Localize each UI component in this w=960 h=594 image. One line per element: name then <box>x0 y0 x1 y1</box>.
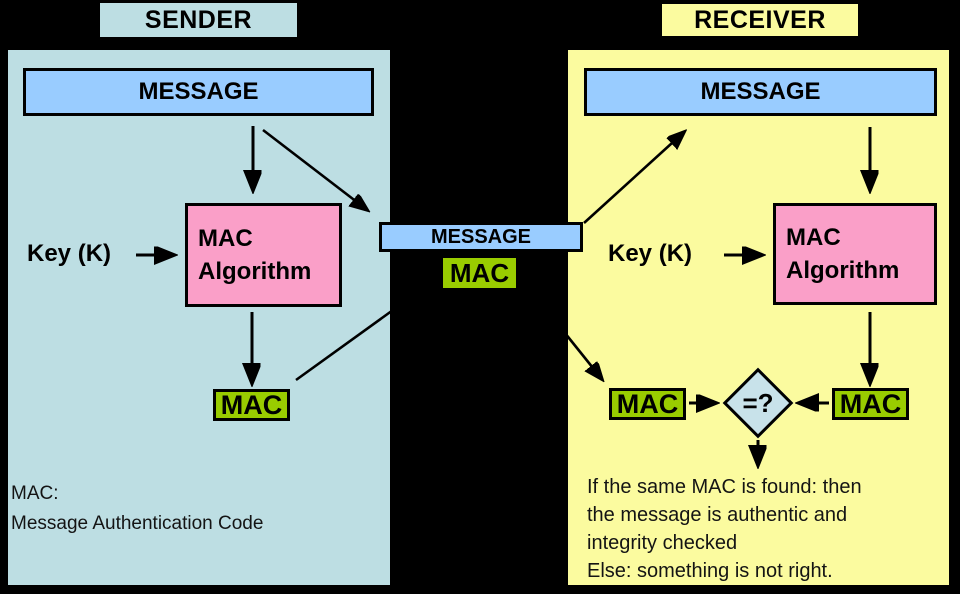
comparator-label: =? <box>742 387 774 418</box>
receiver-mac-algorithm-box: MAC Algorithm <box>773 203 937 305</box>
receiver-received-mac-box: MAC <box>609 388 686 420</box>
sender-message-box: MESSAGE <box>23 68 374 116</box>
sender-mac-box: MAC <box>213 389 290 421</box>
sender-title: SENDER <box>100 3 297 37</box>
comparison-result-explanation: If the same MAC is found: then the messa… <box>587 476 862 582</box>
receiver-key-label: Key (K) <box>608 240 693 267</box>
receiver-message-box: MESSAGE <box>584 68 937 116</box>
receiver-title: RECEIVER <box>662 4 858 36</box>
channel-message-box: MESSAGE <box>379 222 583 252</box>
sender-mac-algorithm-box: MAC Algorithm <box>185 203 342 307</box>
mac-acronym-footnote: MAC: Message Authentication Code <box>11 483 264 534</box>
receiver-computed-mac-box: MAC <box>832 388 909 420</box>
channel-mac-box: MAC <box>443 258 516 288</box>
sender-key-label: Key (K) <box>27 240 112 267</box>
